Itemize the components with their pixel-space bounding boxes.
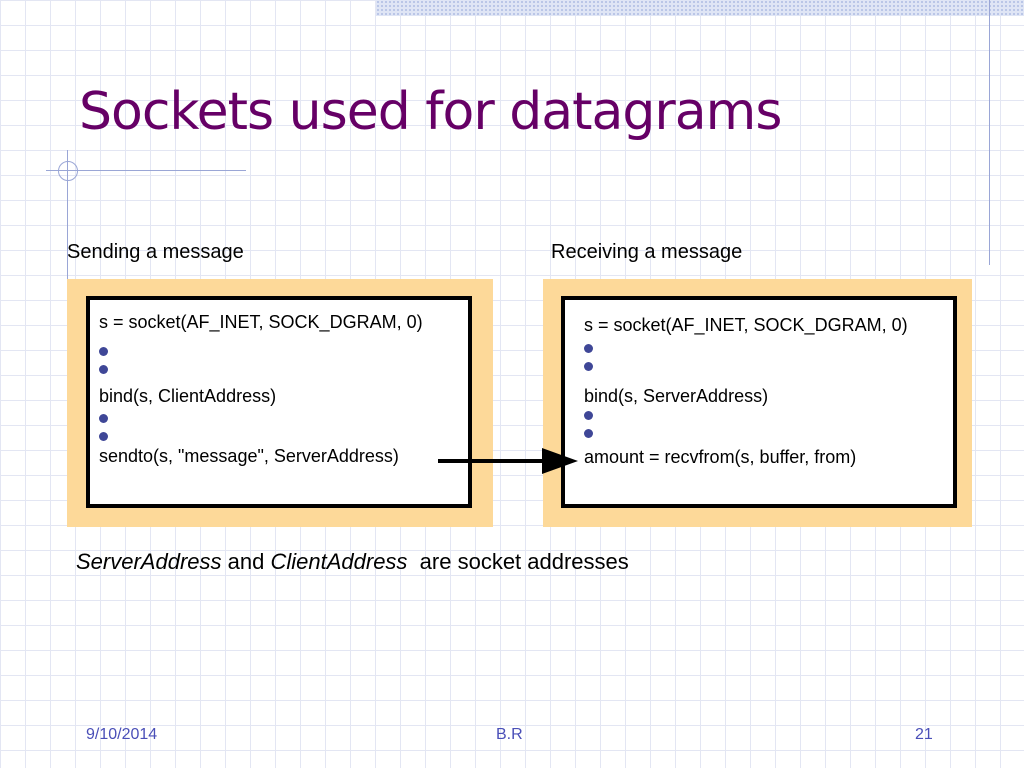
sending-socket-line: s = socket(AF_INET, SOCK_DGRAM, 0) [99,312,423,332]
receiving-socket-line: s = socket(AF_INET, SOCK_DGRAM, 0) [584,315,908,335]
bullet-dot [99,347,108,356]
caption-client-address: ClientAddress [270,549,408,574]
slide-title: Sockets used for datagrams [79,82,782,142]
caption-and: and [227,549,265,574]
footer-date: 9/10/2014 [86,726,158,743]
caption-rest: are socket addresses [419,549,629,574]
bullet-dot [99,414,108,423]
bullet-dot [99,365,108,374]
receiving-box [561,296,957,508]
bullet-dot [99,432,108,441]
decorative-rule-right [989,0,990,265]
footer-page-number: 21 [915,726,933,743]
decorative-ring [58,161,78,181]
receiving-recvfrom-line: amount = recvfrom(s, buffer, from) [584,447,857,467]
bullet-dot [584,344,593,353]
bullet-dot [584,429,593,438]
bullet-dot [584,411,593,420]
receiving-heading: Receiving a message [551,241,743,263]
caption: ServerAddress and ClientAddress are sock… [76,549,629,575]
decorative-rule-horizontal [46,170,246,171]
sending-box [86,296,472,508]
sending-heading: Sending a message [67,241,244,263]
sending-sendto-line: sendto(s, "message", ServerAddress) [99,446,399,466]
sending-bind-line: bind(s, ClientAddress) [99,386,277,406]
caption-server-address: ServerAddress [76,549,222,574]
top-band [376,0,1024,16]
decorative-rule-vertical [67,150,68,280]
bullet-dot [584,362,593,371]
footer-author: B.R [496,726,523,743]
receiving-bind-line: bind(s, ServerAddress) [584,386,769,406]
